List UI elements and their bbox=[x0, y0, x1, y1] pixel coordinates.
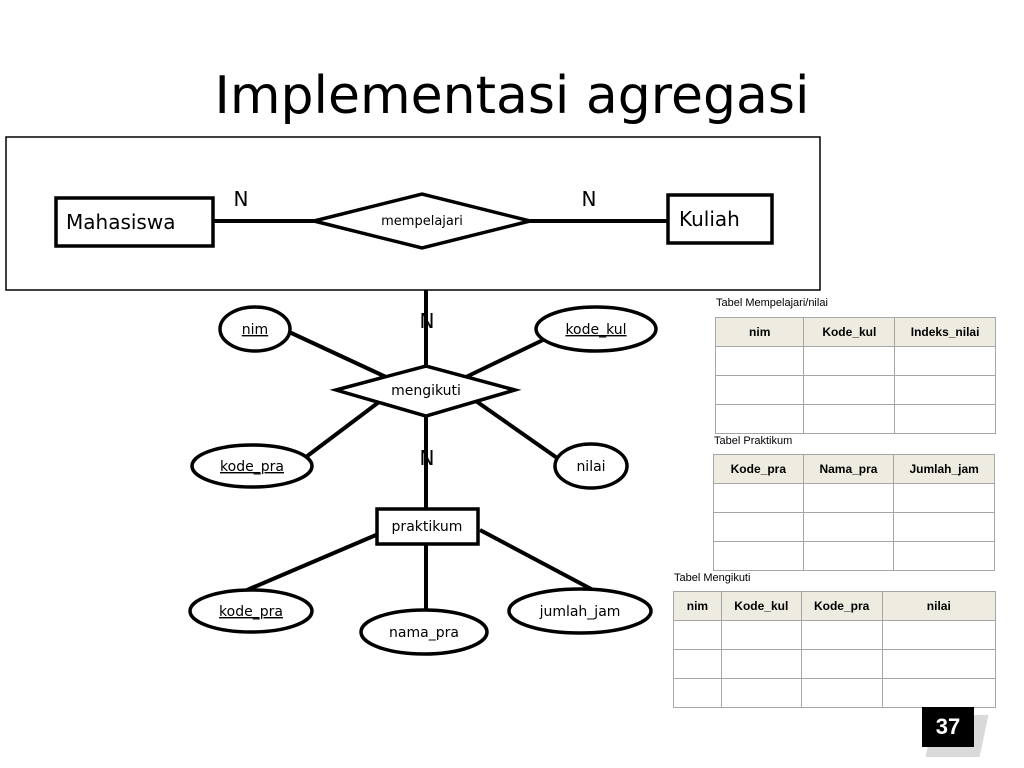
table-cell bbox=[802, 483, 895, 513]
attribute-kode-kul-label: kode_kul bbox=[565, 322, 626, 338]
line-nilai bbox=[471, 397, 562, 462]
entity-mahasiswa bbox=[54, 196, 215, 248]
table-mempelajari: nim Kode_kul Indeks_nilai bbox=[714, 317, 996, 434]
table-cell bbox=[713, 541, 804, 571]
table-cell bbox=[803, 346, 896, 376]
attribute-nim bbox=[218, 305, 292, 353]
table-cell bbox=[714, 375, 805, 405]
table-header-cell: nim bbox=[714, 317, 805, 347]
attribute-kode-pra-top bbox=[190, 443, 314, 489]
table-row bbox=[713, 541, 995, 571]
table-header-row: nim Kode_kul Kode_pra nilai bbox=[673, 591, 997, 621]
cardinality-praktikum: N bbox=[420, 446, 435, 470]
table-cell bbox=[714, 346, 805, 376]
table-cell bbox=[894, 375, 996, 405]
attribute-kode-pra-bottom bbox=[188, 588, 314, 634]
table-row bbox=[714, 346, 996, 376]
table-header-row: nim Kode_kul Indeks_nilai bbox=[714, 317, 996, 347]
table-row bbox=[714, 404, 996, 434]
table-cell bbox=[802, 512, 895, 542]
attribute-nim-label: nim bbox=[242, 322, 268, 338]
table-row bbox=[714, 375, 996, 405]
line-kode-kul bbox=[465, 338, 544, 379]
table-cell bbox=[800, 678, 883, 708]
table-row bbox=[713, 512, 995, 542]
table-cell bbox=[802, 541, 895, 571]
cardinality-aggregate: N bbox=[420, 309, 435, 333]
cardinality-kuliah: N bbox=[582, 187, 597, 211]
table-cell bbox=[673, 620, 722, 650]
table-header-cell: Indeks_nilai bbox=[894, 317, 996, 347]
entity-kuliah bbox=[666, 193, 774, 245]
table-header-cell: nim bbox=[673, 591, 722, 621]
relationship-mengikuti bbox=[329, 364, 522, 418]
table-cell bbox=[803, 404, 896, 434]
table-mengikuti: nim Kode_kul Kode_pra nilai bbox=[673, 591, 997, 708]
table-cell bbox=[714, 404, 805, 434]
table-mempelajari-caption: Tabel Mempelajari/nilai bbox=[716, 297, 828, 309]
table-header-cell: Jumlah_jam bbox=[893, 454, 995, 484]
table-row bbox=[673, 678, 997, 708]
table-header-cell: Kode_kul bbox=[803, 317, 896, 347]
entity-praktikum bbox=[375, 507, 480, 546]
table-praktikum: Kode_pra Nama_pra Jumlah_jam bbox=[713, 454, 995, 571]
entity-praktikum-label: praktikum bbox=[392, 519, 463, 535]
aggregation-box bbox=[5, 136, 821, 291]
attribute-nilai bbox=[553, 442, 629, 490]
table-header-row: Kode_pra Nama_pra Jumlah_jam bbox=[713, 454, 995, 484]
table-header-cell: Kode_pra bbox=[800, 591, 883, 621]
table-praktikum-caption: Tabel Praktikum bbox=[714, 435, 793, 447]
table-header-cell: Nama_pra bbox=[802, 454, 895, 484]
table-mengikuti-caption: Tabel Mengikuti bbox=[674, 572, 751, 584]
attribute-nilai-label: nilai bbox=[576, 459, 605, 475]
table-cell bbox=[803, 375, 896, 405]
line-nim bbox=[286, 329, 387, 379]
table-cell bbox=[720, 678, 802, 708]
relationship-mengikuti-label: mengikuti bbox=[391, 383, 461, 399]
relationship-mempelajari-label: mempelajari bbox=[381, 214, 463, 229]
relationship-mempelajari bbox=[313, 192, 531, 250]
table-cell bbox=[881, 620, 997, 650]
attribute-kode-kul bbox=[534, 305, 658, 353]
table-cell bbox=[800, 620, 883, 650]
line-kode-pra-top bbox=[300, 397, 385, 462]
entity-mahasiswa-label: Mahasiswa bbox=[66, 210, 175, 234]
attribute-jumlah-jam bbox=[507, 587, 653, 635]
attribute-kode-pra-top-label: kode_pra bbox=[220, 459, 284, 475]
table-cell bbox=[894, 404, 996, 434]
table-cell bbox=[673, 649, 722, 679]
table-cell bbox=[713, 512, 804, 542]
table-header-cell: nilai bbox=[881, 591, 997, 621]
table-cell bbox=[893, 541, 995, 571]
table-cell bbox=[720, 649, 802, 679]
cardinality-mahasiswa: N bbox=[234, 187, 249, 211]
table-cell bbox=[893, 512, 995, 542]
table-row bbox=[673, 620, 997, 650]
table-header-cell: Kode_kul bbox=[720, 591, 802, 621]
table-cell bbox=[881, 649, 997, 679]
line-jumlah-jam bbox=[479, 528, 594, 592]
attribute-kode-pra-bottom-label: kode_pra bbox=[219, 604, 283, 620]
table-cell bbox=[713, 483, 804, 513]
table-row bbox=[713, 483, 995, 513]
table-cell bbox=[893, 483, 995, 513]
attribute-jumlah-jam-label: jumlah_jam bbox=[539, 604, 621, 620]
table-cell bbox=[673, 678, 722, 708]
slide-number: 37 bbox=[922, 707, 989, 757]
table-row bbox=[673, 649, 997, 679]
table-cell bbox=[800, 649, 883, 679]
page-title: Implementasi agregasi bbox=[214, 66, 810, 126]
table-cell bbox=[894, 346, 996, 376]
line-kode-pra-bottom bbox=[246, 533, 377, 592]
table-cell bbox=[720, 620, 802, 650]
table-cell bbox=[881, 678, 997, 708]
attribute-nama-pra bbox=[359, 608, 489, 656]
entity-kuliah-label: Kuliah bbox=[679, 207, 740, 231]
attribute-nama-pra-label: nama_pra bbox=[389, 625, 459, 641]
slide-number-label: 37 bbox=[922, 707, 974, 747]
table-header-cell: Kode_pra bbox=[713, 454, 804, 484]
